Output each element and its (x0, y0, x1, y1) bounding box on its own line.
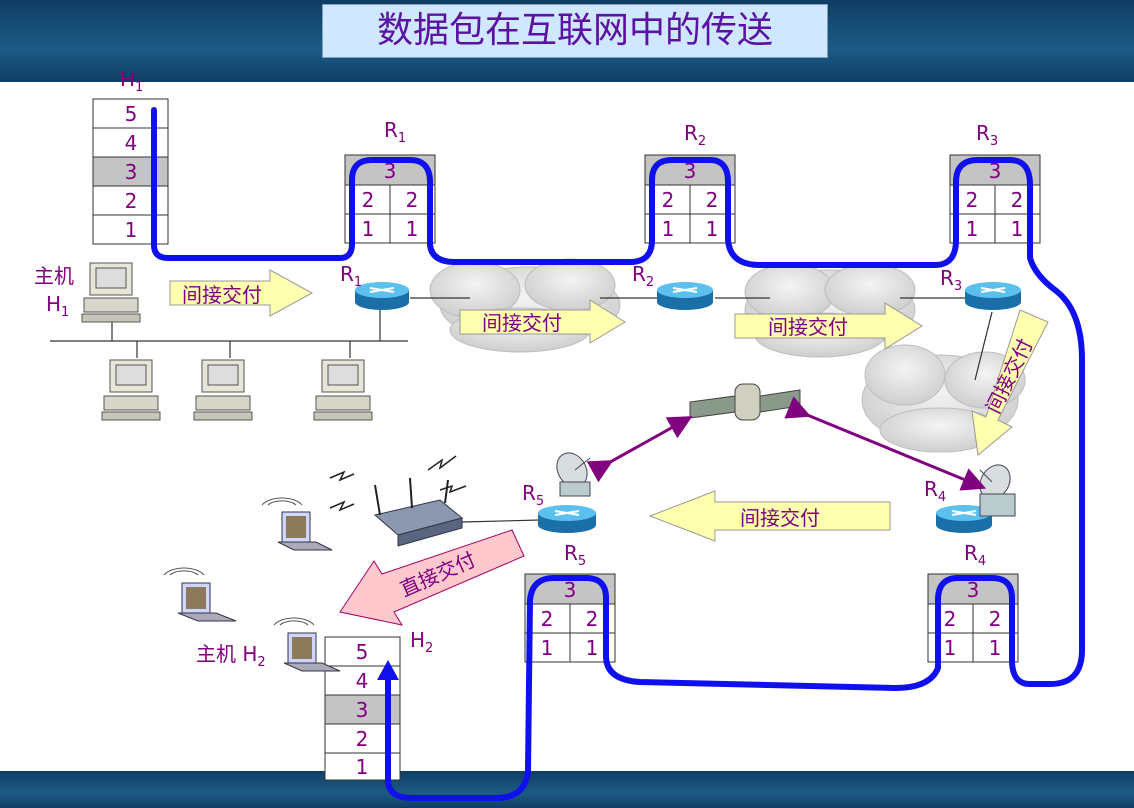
indirect-label-2: 间接交付 (482, 311, 562, 335)
direct-arrow (339, 529, 525, 626)
h2-layer-4: 4 (356, 669, 369, 693)
r4-stack-layer2b: 2 (989, 607, 1002, 631)
r5-stack-layer1a: 1 (541, 636, 554, 660)
router-r2-icon (657, 282, 713, 310)
dish-r5-icon (556, 452, 591, 497)
h2-layer-2: 2 (356, 727, 369, 751)
h2-stack-label: H2 (410, 628, 433, 656)
lan-computer-1-icon (101, 359, 161, 421)
r1-stack-layer2a: 2 (362, 188, 375, 212)
router-r3-icon (965, 282, 1021, 310)
r2-stack-layer2b: 2 (706, 188, 719, 212)
r3-stack-layer1a: 1 (966, 217, 979, 241)
links (50, 297, 993, 523)
indirect-label-1: 间接交付 (182, 283, 262, 307)
laptop-icons (163, 497, 341, 672)
h2-layer-1: 1 (356, 755, 369, 779)
h2-layer-3: 3 (356, 698, 369, 722)
indirect-arrow-4 (971, 309, 1049, 456)
h1-stack-label: H1 (120, 67, 143, 95)
h1-layer-2: 2 (125, 189, 138, 213)
satellite-icon (689, 383, 801, 421)
r4-stack-layer3: 3 (967, 578, 980, 602)
router-r3-label: R3 (940, 266, 962, 294)
r3-stack-layer3: 3 (989, 159, 1002, 183)
lan-computer-3-icon (313, 359, 373, 421)
r1-stack-layer2b: 2 (406, 188, 419, 212)
h1-layer-1: 1 (125, 218, 138, 242)
r4-stack-layer1b: 1 (989, 636, 1002, 660)
r2-stack-layer3: 3 (684, 159, 697, 183)
router-r5-icon (538, 505, 596, 533)
h2-layer-5: 5 (356, 640, 369, 664)
router-r2-label: R2 (632, 262, 654, 290)
laptop-2-icon (163, 567, 237, 622)
r4-stack-layer1a: 1 (944, 636, 957, 660)
indirect-arrow-5 (648, 490, 891, 542)
r4-stack-layer2a: 2 (944, 607, 957, 631)
r5-stack-label: R5 (564, 541, 586, 569)
lan-computer-2-icon (193, 359, 253, 421)
r3-stack-layer2a: 2 (966, 188, 979, 212)
indirect-arrow-1 (169, 269, 314, 317)
r2-stack-layer1b: 1 (706, 217, 719, 241)
router-r1-label: R1 (340, 262, 362, 290)
host-h2-caption: 主机 H2 (196, 642, 266, 670)
satellite-dish-icons (556, 452, 1016, 517)
r1-stack-label: R1 (384, 118, 406, 146)
r2-stack-layer2a: 2 (662, 188, 675, 212)
computer-icons (81, 262, 373, 421)
satellite-links (586, 396, 987, 491)
r5-stack-layer1b: 1 (586, 636, 599, 660)
r4-stack-label: R4 (964, 541, 986, 569)
host-h1-caption-name: H1 (46, 292, 69, 320)
packet-path (151, 107, 1085, 801)
r5-stack-layer3: 3 (564, 578, 577, 602)
indirect-arrow-3 (734, 302, 923, 350)
r3-stack-layer1b: 1 (1011, 217, 1024, 241)
packet-arrowhead (377, 660, 399, 680)
laptop-1-icon (261, 497, 333, 551)
wireless-signal-icons (329, 455, 467, 512)
h1-layer-5: 5 (125, 102, 138, 126)
footer-band (0, 771, 1134, 808)
router-icons (355, 282, 1021, 533)
wireless-ap-icon (373, 477, 464, 547)
r3-stack-label: R3 (976, 121, 998, 149)
h1-layer-3: 3 (125, 160, 138, 184)
r1-stack-layer3: 3 (384, 159, 397, 183)
indirect-arrow-2 (459, 299, 626, 344)
r5-stack-layer2a: 2 (541, 607, 554, 631)
router-r4-label: R4 (924, 477, 946, 505)
r3-stack-layer2b: 2 (1011, 188, 1024, 212)
indirect-label-3: 间接交付 (768, 315, 848, 339)
dish-r4-icon (979, 464, 1016, 517)
r2-stack-label: R2 (684, 121, 706, 149)
r5-stack-layer2b: 2 (586, 607, 599, 631)
router-r1-icon (355, 282, 409, 310)
slide-title: 数据包在互联网中的传送 (322, 4, 828, 58)
host-h1-caption: 主机 (34, 264, 74, 288)
router-r5-label: R5 (522, 481, 544, 509)
r2-stack-layer1a: 1 (662, 217, 675, 241)
router-r4-icon (936, 505, 992, 533)
host-h2-laptop-icon (273, 617, 341, 672)
r1-stack-layer1b: 1 (406, 217, 419, 241)
r1-stack-layer1a: 1 (362, 217, 375, 241)
h1-layer-4: 4 (125, 131, 138, 155)
indirect-label-5: 间接交付 (740, 506, 820, 530)
host-h1-computer-icon (81, 262, 141, 323)
